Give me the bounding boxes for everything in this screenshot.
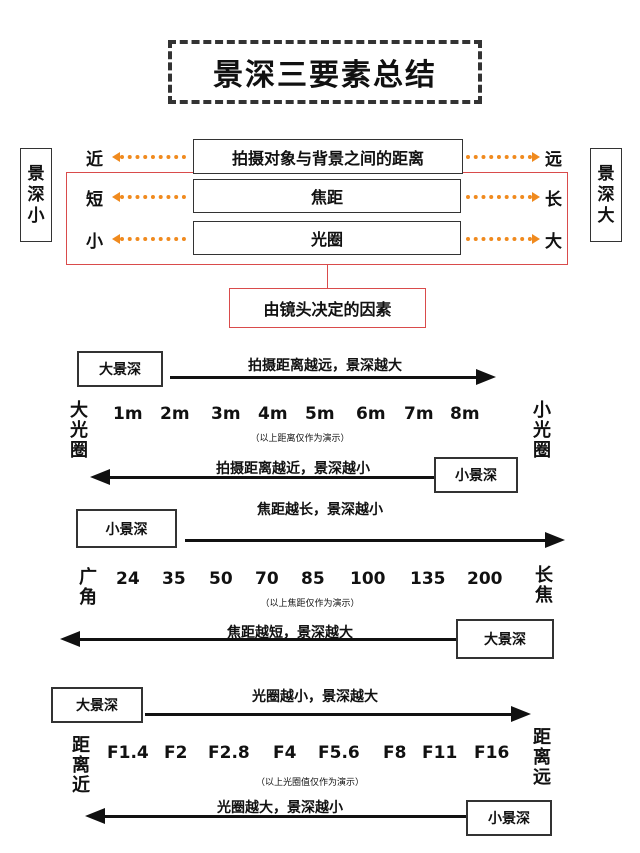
row-right-label: 大 [545,232,562,252]
arrow-right-icon [476,369,496,385]
arrow-line [185,539,547,542]
shallow-dof-box: 小景深 [466,800,552,836]
dotted-arrow-left-icon [112,192,120,202]
factor-focal-length: 焦距 [193,179,461,213]
deep-dof-box: 大景深 [51,687,143,723]
dotted-arrow-right-icon [532,234,540,244]
distance-value: 5m [305,404,335,424]
focal-value: 135 [410,569,446,589]
focal-value: 70 [255,569,279,589]
distance-near-caption: 拍摄距离越近，景深越小 [216,461,370,477]
distance-value: 6m [356,404,386,424]
aperture-value: F2.8 [208,743,250,763]
row-left-label: 短 [86,190,103,210]
dotted-line [120,155,186,159]
arrow-line [103,815,466,818]
page-title: 景深三要素总结 [168,40,482,104]
focal-value: 100 [350,569,386,589]
row-left-label: 近 [86,150,103,170]
aperture-value: F5.6 [318,743,360,763]
lens-factors-label: 由镜头决定的因素 [229,288,426,328]
focal-value: 200 [467,569,503,589]
arrow-line [170,376,478,379]
focal-value: 85 [301,569,325,589]
row-left-label: 小 [86,232,103,252]
shallow-dof-label: 景深小 [27,163,45,226]
distance-far-caption: 拍摄距离越远，景深越大 [248,358,402,374]
arrow-left-icon [60,631,80,647]
dotted-line [466,155,532,159]
dotted-line [120,237,186,241]
shallow-dof-box: 小景深 [434,457,518,493]
distance-value: 7m [404,404,434,424]
arrow-left-icon [90,469,110,485]
aperture-value: F11 [422,743,458,763]
arrow-line [108,476,434,479]
aperture-small-caption: 光圈越小，景深越大 [252,689,378,705]
arrow-right-icon [511,706,531,722]
focal-value: 50 [209,569,233,589]
aperture-value: F8 [383,743,407,763]
aperture-note: （以上光圈值仅作为演示） [255,778,364,788]
deep-dof-box: 大景深 [456,619,554,659]
focal-value: 24 [116,569,140,589]
arrow-right-icon [545,532,565,548]
wide-angle-label: 广角 [79,567,97,608]
aperture-value: F4 [273,743,297,763]
row-right-label: 长 [545,190,562,210]
telephoto-label: 长焦 [535,565,553,606]
small-aperture-label: 小光圈 [533,400,551,461]
subject-near-label: 距离近 [72,735,90,796]
dotted-line [466,237,532,241]
aperture-value: F1.4 [107,743,149,763]
dotted-line [466,195,532,199]
subject-far-label: 距离远 [533,727,551,788]
factor-aperture: 光圈 [193,221,461,255]
arrow-line [78,638,456,641]
arrow-line [145,713,513,716]
distance-value: 4m [258,404,288,424]
aperture-value: F2 [164,743,188,763]
distance-note: （以上距离仅作为演示） [250,434,350,444]
arrow-left-icon [85,808,105,824]
dotted-arrow-right-icon [532,152,540,162]
distance-value: 8m [450,404,480,424]
aperture-value: F16 [474,743,510,763]
large-aperture-label: 大光圈 [70,400,88,461]
shallow-dof-box: 小景深 [76,509,177,548]
distance-value: 3m [211,404,241,424]
dotted-arrow-left-icon [112,152,120,162]
focal-note: （以上焦距仅作为演示） [260,599,360,609]
distance-value: 2m [160,404,190,424]
lens-connector-line [327,265,328,288]
distance-value: 1m [113,404,143,424]
dotted-arrow-right-icon [532,192,540,202]
deep-dof-box: 大景深 [77,351,163,387]
dotted-line [120,195,186,199]
deep-dof-label: 景深大 [597,163,615,226]
focal-short-caption: 焦距越短，景深越大 [227,625,353,641]
dotted-arrow-left-icon [112,234,120,244]
deep-dof-box: 景深大 [590,148,622,242]
row-right-label: 远 [545,150,562,170]
focal-value: 35 [162,569,186,589]
aperture-large-caption: 光圈越大，景深越小 [217,800,343,816]
focal-long-caption: 焦距越长，景深越小 [257,502,383,518]
shallow-dof-box: 景深小 [20,148,52,242]
factor-subject-distance: 拍摄对象与背景之间的距离 [193,139,463,174]
